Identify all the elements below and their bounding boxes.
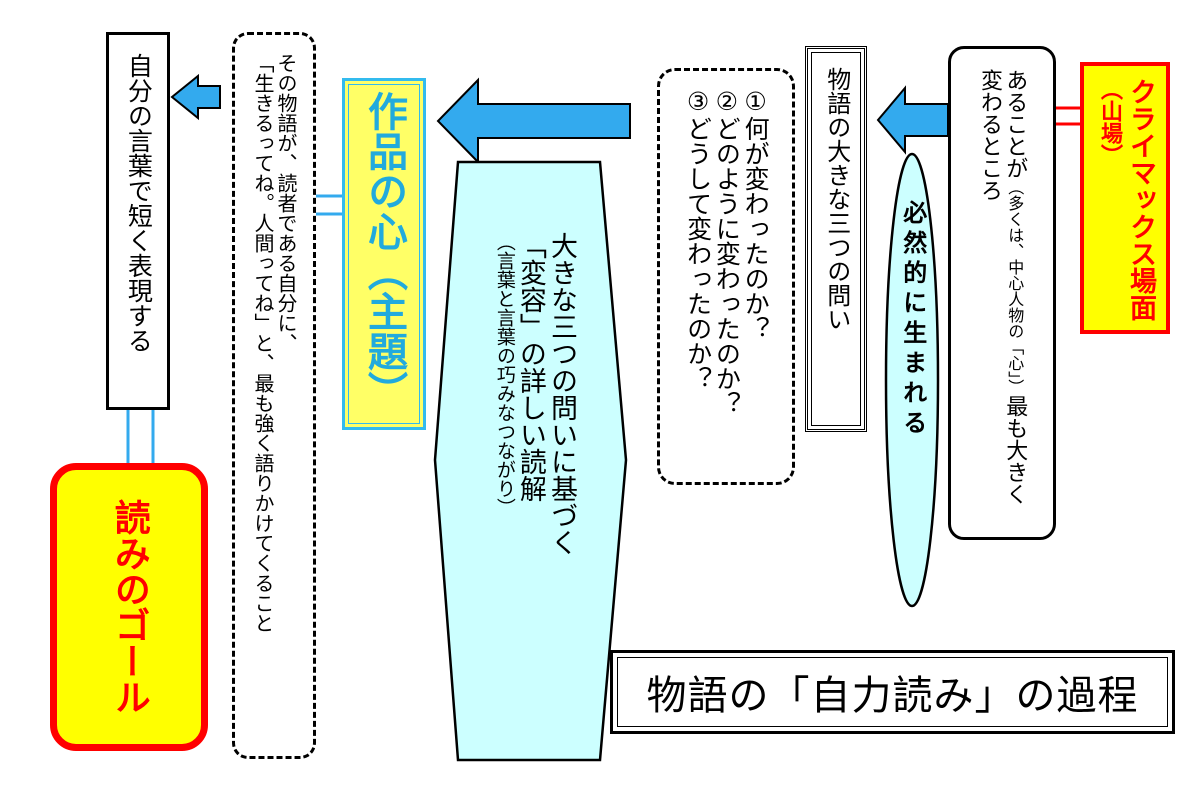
change-description-box: あることが（多くは、中心人物の「心」）最も大きく変わるところ — [948, 46, 1056, 540]
change-paren: （多くは、中心人物の「心」） — [1005, 179, 1025, 395]
express-box: 自分の言葉で短く表現する — [106, 32, 170, 410]
three-questions-box: 物語の大きな三つの問い — [805, 46, 867, 432]
question-item: ①何が変わったのか？ — [741, 87, 771, 341]
diagram-title-box: 物語の「自力読み」の過程 — [610, 650, 1175, 734]
arrow-to-three-questions — [876, 85, 949, 155]
meaning-line2: 「生きるってね。人間ってね」と、最も強く語りかけてくること — [251, 53, 275, 633]
change-text-b: 最も大きく変わるところ — [977, 69, 1028, 505]
deep-reading-hexagon — [433, 160, 628, 762]
inevitable-label: 必然的に生まれる — [887, 200, 937, 560]
goal-text: 読みのゴール — [108, 499, 150, 715]
express-text: 自分の言葉で短く表現する — [124, 53, 154, 353]
inevitable-text: 必然的に生まれる — [898, 200, 927, 440]
inevitable-ellipse — [884, 152, 940, 608]
meaning-box: その物語が、読者である自分に、 「生きるってね。人間ってね」と、最も強く語りかけ… — [232, 32, 316, 759]
arrow-to-theme — [436, 77, 631, 165]
questions-box: ①何が変わったのか？ ②どのように変わったのか？ ③どうして変わったのか？ — [657, 68, 795, 485]
climax-subtitle: （山場） — [1097, 78, 1122, 166]
deep-reading-line1: 大きな三つの問いに基づく — [545, 232, 577, 556]
reading-goal-box: 読みのゴール — [50, 463, 208, 751]
question-item: ③どうして変わったのか？ — [683, 87, 713, 391]
question-item: ②どのように変わったのか？ — [712, 87, 742, 416]
three-questions-title: 物語の大きな三つの問い — [822, 67, 851, 331]
theme-text: 作品の心（主題） — [361, 91, 407, 411]
deep-reading-line3: （言葉と言葉の巧みなつながり） — [493, 232, 516, 517]
meaning-line1: その物語が、読者である自分に、 — [274, 53, 298, 353]
theme-box: 作品の心（主題） — [342, 78, 426, 430]
climax-title: クライマックス場面 — [1125, 78, 1157, 321]
change-text-a: あることが — [1002, 69, 1028, 179]
climax-scene-box: クライマックス場面（山場） — [1080, 62, 1170, 334]
deep-reading-label: 大きな三つの問いに基づく 「変容」の詳しい読解 （言葉と言葉の巧みなつながり） — [460, 232, 610, 652]
diagram-title: 物語の「自力読み」の過程 — [646, 673, 1139, 719]
deep-reading-line2: 「変容」の詳しい読解 — [514, 232, 546, 502]
arrow-to-express — [170, 73, 221, 121]
